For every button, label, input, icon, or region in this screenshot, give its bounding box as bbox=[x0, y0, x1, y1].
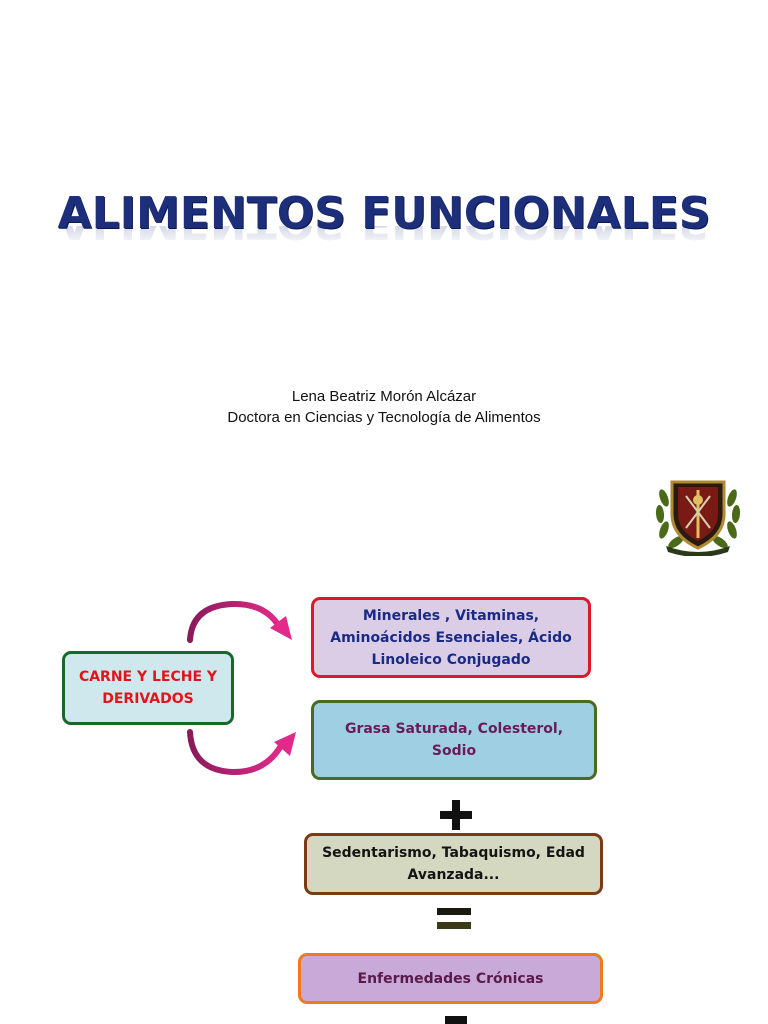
risk-factors-box: Sedentarismo, Tabaquismo, Edad Avanzada.… bbox=[304, 833, 603, 895]
source-box: CARNE Y LECHE Y DERIVADOS bbox=[62, 651, 234, 725]
curved-arrow-up-icon bbox=[187, 600, 292, 643]
risk-factors-label: Sedentarismo, Tabaquismo, Edad Avanzada.… bbox=[322, 845, 585, 883]
title-area: ALIMENTOS FUNCIONALES ALIMENTOS FUNCIONA… bbox=[0, 188, 768, 278]
page-title: ALIMENTOS FUNCIONALES bbox=[57, 188, 711, 239]
positive-nutrients-box: Minerales , Vitaminas, Aminoácidos Esenc… bbox=[311, 597, 591, 678]
author-name: Lena Beatriz Morón Alcázar bbox=[291, 388, 477, 405]
plus-icon bbox=[440, 800, 472, 830]
result-label: Enfermedades Crónicas bbox=[357, 970, 544, 987]
source-label: CARNE Y LECHE Y DERIVADOS bbox=[78, 669, 218, 707]
negative-nutrients-label: Grasa Saturada, Colesterol, Sodio bbox=[344, 721, 564, 759]
university-crest-icon bbox=[655, 480, 741, 556]
result-box: Enfermedades Crónicas bbox=[298, 953, 603, 1004]
negative-nutrients-box: Grasa Saturada, Colesterol, Sodio bbox=[311, 700, 597, 780]
curved-arrow-down-icon bbox=[187, 729, 296, 776]
positive-nutrients-label: Minerales , Vitaminas, Aminoácidos Esenc… bbox=[330, 607, 572, 668]
page-title-reflection: ALIMENTOS FUNCIONALES bbox=[0, 226, 768, 248]
author-role: Doctora en Ciencias y Tecnología de Alim… bbox=[227, 409, 541, 426]
author-block: Lena Beatriz Morón Alcázar Doctora en Ci… bbox=[0, 386, 768, 428]
minus-icon bbox=[445, 1016, 467, 1024]
equals-icon bbox=[437, 908, 471, 929]
